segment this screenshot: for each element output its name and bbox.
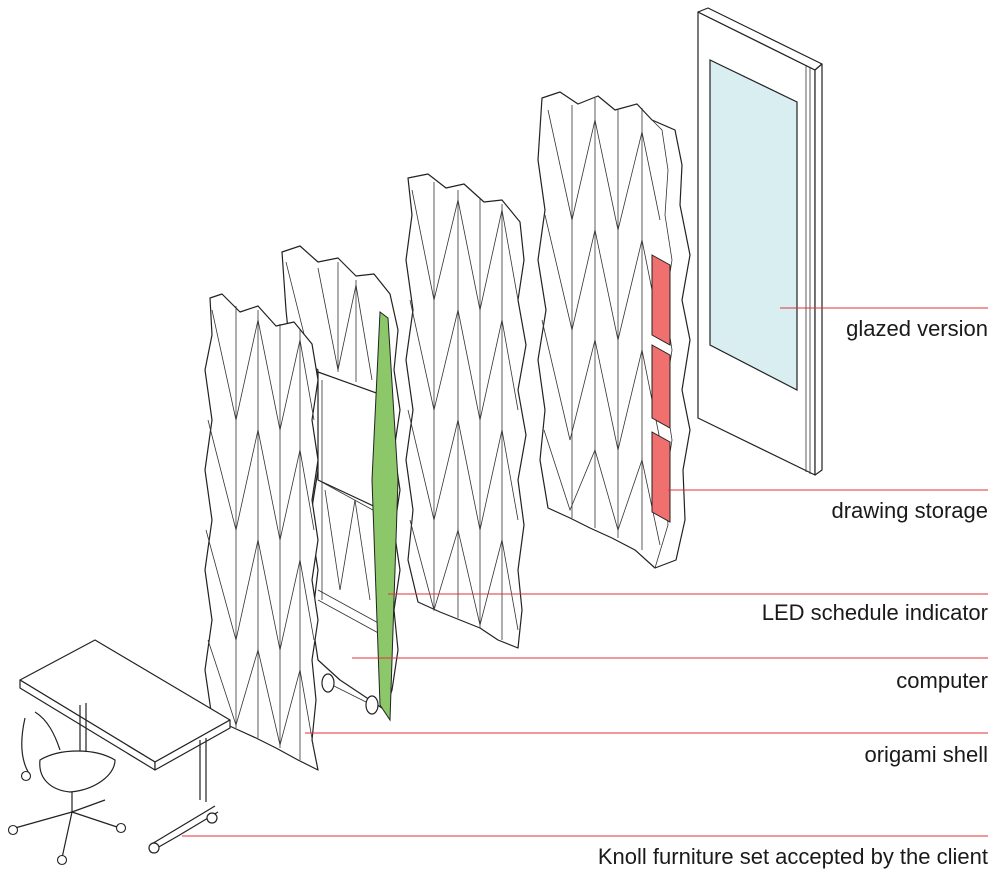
caster: [58, 856, 67, 865]
storage-compartment-mid: [652, 345, 670, 428]
caster: [149, 843, 159, 853]
storage-panel: [538, 92, 690, 568]
wheel: [322, 674, 334, 692]
middle-shell-panel: [406, 174, 526, 648]
front-shell-panel: [205, 294, 318, 770]
label-drawing-storage: drawing storage: [831, 498, 988, 524]
glass-pane: [710, 60, 797, 390]
storage-compartment-top: [652, 255, 670, 345]
label-led-schedule-indicator: LED schedule indicator: [762, 600, 988, 626]
label-origami-shell: origami shell: [865, 742, 989, 768]
label-glazed-version: glazed version: [846, 316, 988, 342]
label-computer: computer: [896, 668, 988, 694]
caster: [207, 813, 217, 823]
desk: [20, 640, 230, 853]
caster: [9, 826, 18, 835]
caster: [117, 824, 126, 833]
storage-compartment-bottom: [652, 432, 670, 522]
label-knoll-furniture: Knoll furniture set accepted by the clie…: [598, 844, 988, 870]
glazed-panel: [698, 8, 822, 475]
caster: [22, 772, 31, 781]
wheel: [366, 696, 378, 714]
